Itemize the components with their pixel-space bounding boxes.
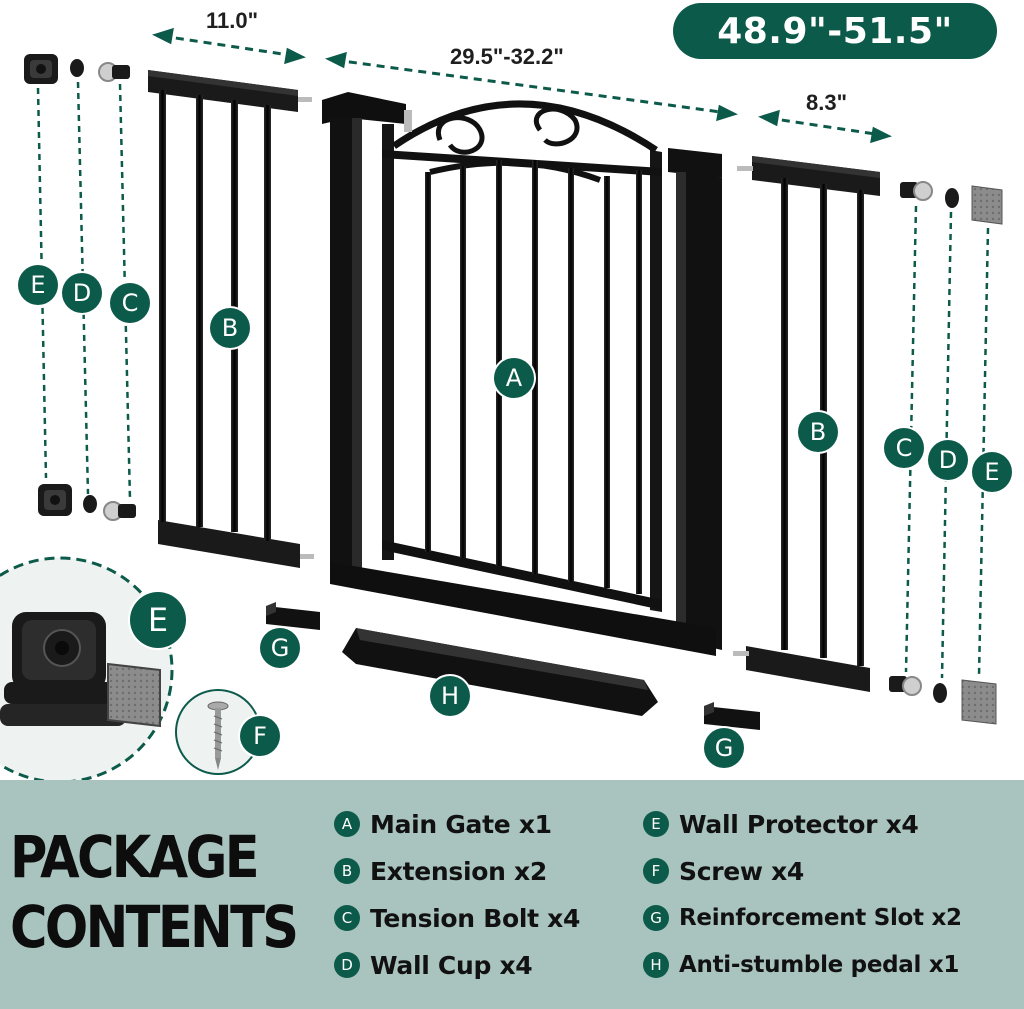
legend-label-f: Screw x4 xyxy=(679,856,805,886)
legend-label-h: Anti-stumble pedal x1 xyxy=(679,952,960,978)
legend-letter-f: F xyxy=(643,858,669,884)
legend-label-e: Wall Protector x4 xyxy=(679,809,919,839)
package-title-line-2: CONTENTS xyxy=(10,893,299,961)
marker-d-left: D xyxy=(62,273,102,313)
marker-g-left: G xyxy=(260,628,300,668)
marker-c-right: C xyxy=(884,428,924,468)
legend-item-h: H Anti-stumble pedal x1 xyxy=(643,949,959,981)
anti-stumble-pedal xyxy=(342,628,658,716)
left-extension-width-label: 11.0" xyxy=(206,8,259,33)
marker-f: F xyxy=(240,716,280,756)
marker-e-inset: E xyxy=(130,592,186,648)
marker-c-left: C xyxy=(110,283,150,323)
legend-item-c: C Tension Bolt x4 xyxy=(334,902,580,934)
legend-label-d: Wall Cup x4 xyxy=(370,950,533,980)
legend-item-g: G Reinforcement Slot x2 xyxy=(643,902,962,934)
marker-d-right: D xyxy=(928,440,968,480)
legend-label-b: Extension x2 xyxy=(370,856,547,886)
main-gate-frame xyxy=(322,92,722,656)
dimension-arrows xyxy=(152,27,892,144)
legend-letter-b: B xyxy=(334,858,360,884)
legend-label-a: Main Gate x1 xyxy=(370,809,552,839)
legend-label-c: Tension Bolt x4 xyxy=(370,903,581,933)
package-contents-panel xyxy=(0,780,1024,1009)
marker-e-left: E xyxy=(18,265,58,305)
package-contents-title: PACKAGE CONTENTS xyxy=(10,822,299,962)
right-extension-width-label: 8.3" xyxy=(806,90,848,115)
legend-item-a: A Main Gate x1 xyxy=(334,808,552,840)
legend-item-d: D Wall Cup x4 xyxy=(334,949,533,981)
legend-item-f: F Screw x4 xyxy=(643,855,804,887)
marker-b-left: B xyxy=(210,308,250,348)
main-gate-width-label: 29.5"-32.2" xyxy=(450,44,564,69)
marker-b-right: B xyxy=(798,412,838,452)
legend-item-e: E Wall Protector x4 xyxy=(643,808,919,840)
marker-h: H xyxy=(430,676,470,716)
overall-width-badge: 48.9"-51.5" xyxy=(673,3,997,59)
legend-letter-a: A xyxy=(334,811,360,837)
legend-letter-g: G xyxy=(643,905,669,931)
wall-protector-inset xyxy=(0,556,174,784)
package-title-line-1: PACKAGE xyxy=(10,823,260,891)
reinforcement-slots xyxy=(266,602,760,730)
legend-item-b: B Extension x2 xyxy=(334,855,547,887)
screw-inset xyxy=(175,689,261,775)
legend-letter-e: E xyxy=(643,811,669,837)
legend-letter-h: H xyxy=(643,952,669,978)
legend-letter-d: D xyxy=(334,952,360,978)
marker-g-right: G xyxy=(704,728,744,768)
legend-letter-c: C xyxy=(334,905,360,931)
marker-e-right: E xyxy=(972,452,1012,492)
marker-a: A xyxy=(494,358,534,398)
left-hardware xyxy=(24,54,136,521)
right-hardware xyxy=(889,181,1003,725)
legend-label-g: Reinforcement Slot x2 xyxy=(679,905,962,931)
